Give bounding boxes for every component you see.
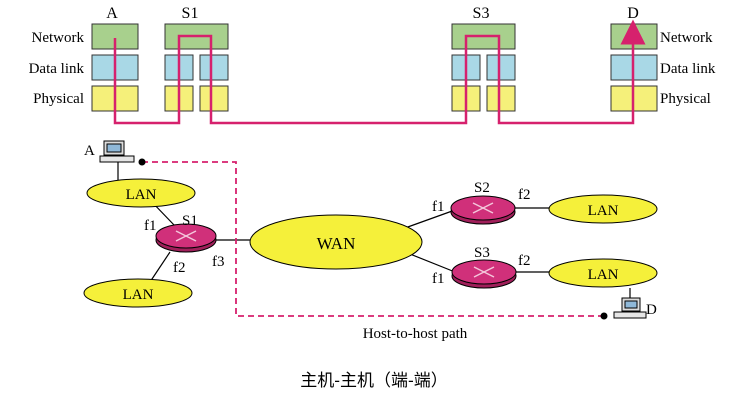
switch-s2-label: S2 <box>474 180 490 196</box>
s1-port-f3-label: f3 <box>212 254 225 270</box>
switch-s2 <box>450 195 516 225</box>
layer-label-physical-left: Physical <box>33 91 84 107</box>
layer-path-line <box>113 19 646 125</box>
node-label-d: D <box>627 5 639 22</box>
node-label-s1: S1 <box>182 5 199 22</box>
switch-s2-arrows-icon <box>472 202 494 214</box>
layer-label-network-right: Network <box>660 30 713 46</box>
s3-port-f1-label: f1 <box>432 271 445 287</box>
link-s1-lanbottom <box>149 251 171 283</box>
wan-label: WAN <box>317 234 356 253</box>
layer-label-physical-right: Physical <box>660 91 711 107</box>
host-a-label: A <box>84 143 95 159</box>
layer-label-network-left: Network <box>32 30 85 46</box>
lan-left-top: LAN <box>86 178 196 208</box>
s1-physical-port2 <box>199 85 229 112</box>
s1-datalink-port2 <box>199 54 229 81</box>
host-to-host-path <box>142 161 604 317</box>
layer-stacks: A S1 S3 D Network Data link Physical Net… <box>29 5 716 125</box>
s2-port-f1-label: f1 <box>432 199 445 215</box>
wan-cloud: WAN <box>249 214 423 270</box>
s3-port-f2-label: f2 <box>518 253 531 269</box>
path-endpoint-a <box>138 158 146 166</box>
switch-s1-label: S1 <box>182 213 198 229</box>
host-to-host-path-label: Host-to-host path <box>363 326 468 342</box>
topology: A D LAN LAN LAN LAN WAN <box>83 140 658 342</box>
s1-port-f2-label: f2 <box>173 260 186 276</box>
switch-s3-label: S3 <box>474 245 490 261</box>
link-wan-s3 <box>404 251 456 273</box>
lan-right-top: LAN <box>548 194 658 224</box>
switch-s1-arrows-icon <box>175 230 197 242</box>
lan-right-bottom-label: LAN <box>588 267 619 283</box>
lan-right-top-label: LAN <box>588 203 619 219</box>
s3-datalink-port2 <box>486 54 516 81</box>
lan-left-bottom-label: LAN <box>123 287 154 303</box>
s3-physical-port2 <box>486 85 516 112</box>
lan-left-top-label: LAN <box>126 187 157 203</box>
layer-label-datalink-right: Data link <box>660 61 716 77</box>
s2-port-f2-label: f2 <box>518 187 531 203</box>
switch-s1 <box>155 223 217 253</box>
topology-links <box>117 162 631 305</box>
path-endpoint-d <box>600 312 608 320</box>
computer-a-icon <box>99 140 135 163</box>
link-wan-s2 <box>404 209 456 229</box>
figure-caption: 主机-主机（端-端） <box>300 371 448 391</box>
switch-s1-stack <box>164 23 229 112</box>
host-d-label: D <box>646 302 657 318</box>
computer-d-icon <box>613 297 647 319</box>
s1-port-f1-label: f1 <box>144 218 157 234</box>
node-label-s3: S3 <box>473 5 490 22</box>
node-label-a: A <box>106 5 118 22</box>
lan-left-bottom: LAN <box>83 278 193 308</box>
lan-right-bottom: LAN <box>548 258 658 288</box>
switch-s3 <box>451 259 517 289</box>
layer-label-datalink-left: Data link <box>29 61 85 77</box>
switch-s3-arrows-icon <box>473 266 495 278</box>
